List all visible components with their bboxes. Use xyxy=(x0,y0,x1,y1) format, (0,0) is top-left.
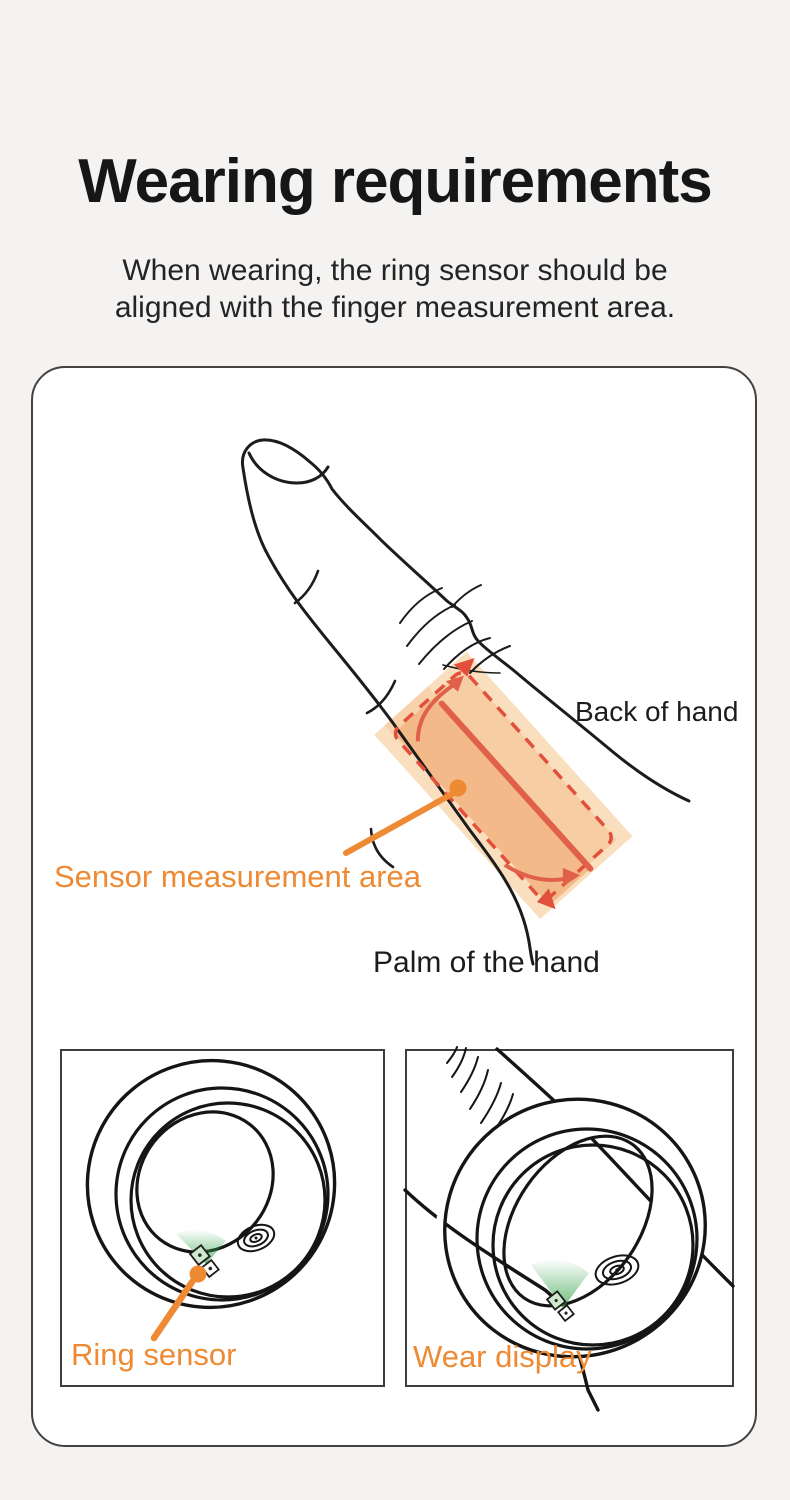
ring-sensor-icon xyxy=(545,1290,575,1323)
ring-sensor-drawing xyxy=(85,1058,337,1342)
finger-outline xyxy=(240,438,691,966)
sensor-glow-icon xyxy=(531,1259,589,1308)
ring-outline xyxy=(85,1058,337,1310)
charging-coil-icon xyxy=(236,1223,276,1253)
sensor-band-markings xyxy=(393,657,613,910)
finger-diagram xyxy=(240,438,691,966)
sensor-band xyxy=(374,651,633,920)
ring-sensor-callout xyxy=(150,1265,207,1342)
subtitle-line-2: aligned with the finger measurement area… xyxy=(114,291,676,324)
charging-coil-icon xyxy=(594,1254,640,1286)
subtitle-line-1: When wearing, the ring sensor should be xyxy=(122,254,668,287)
knuckle-wrinkles xyxy=(399,584,511,674)
sensor-area-callout xyxy=(343,779,467,856)
wear-display-drawing xyxy=(403,1046,735,1412)
wear-display-label: Wear display xyxy=(413,1339,592,1374)
back-of-hand-label: Back of hand xyxy=(575,696,739,727)
ring-band-mask xyxy=(435,1100,706,1356)
ring-sensor-label: Ring sensor xyxy=(71,1337,237,1372)
palm-of-hand-label: Palm of the hand xyxy=(373,946,600,979)
page-title: Wearing requirements xyxy=(78,147,712,216)
fingernail xyxy=(247,451,330,485)
sensor-measurement-area-label: Sensor measurement area xyxy=(54,859,422,894)
page-subtitle: When wearing, the ring sensor should be … xyxy=(0,252,790,326)
